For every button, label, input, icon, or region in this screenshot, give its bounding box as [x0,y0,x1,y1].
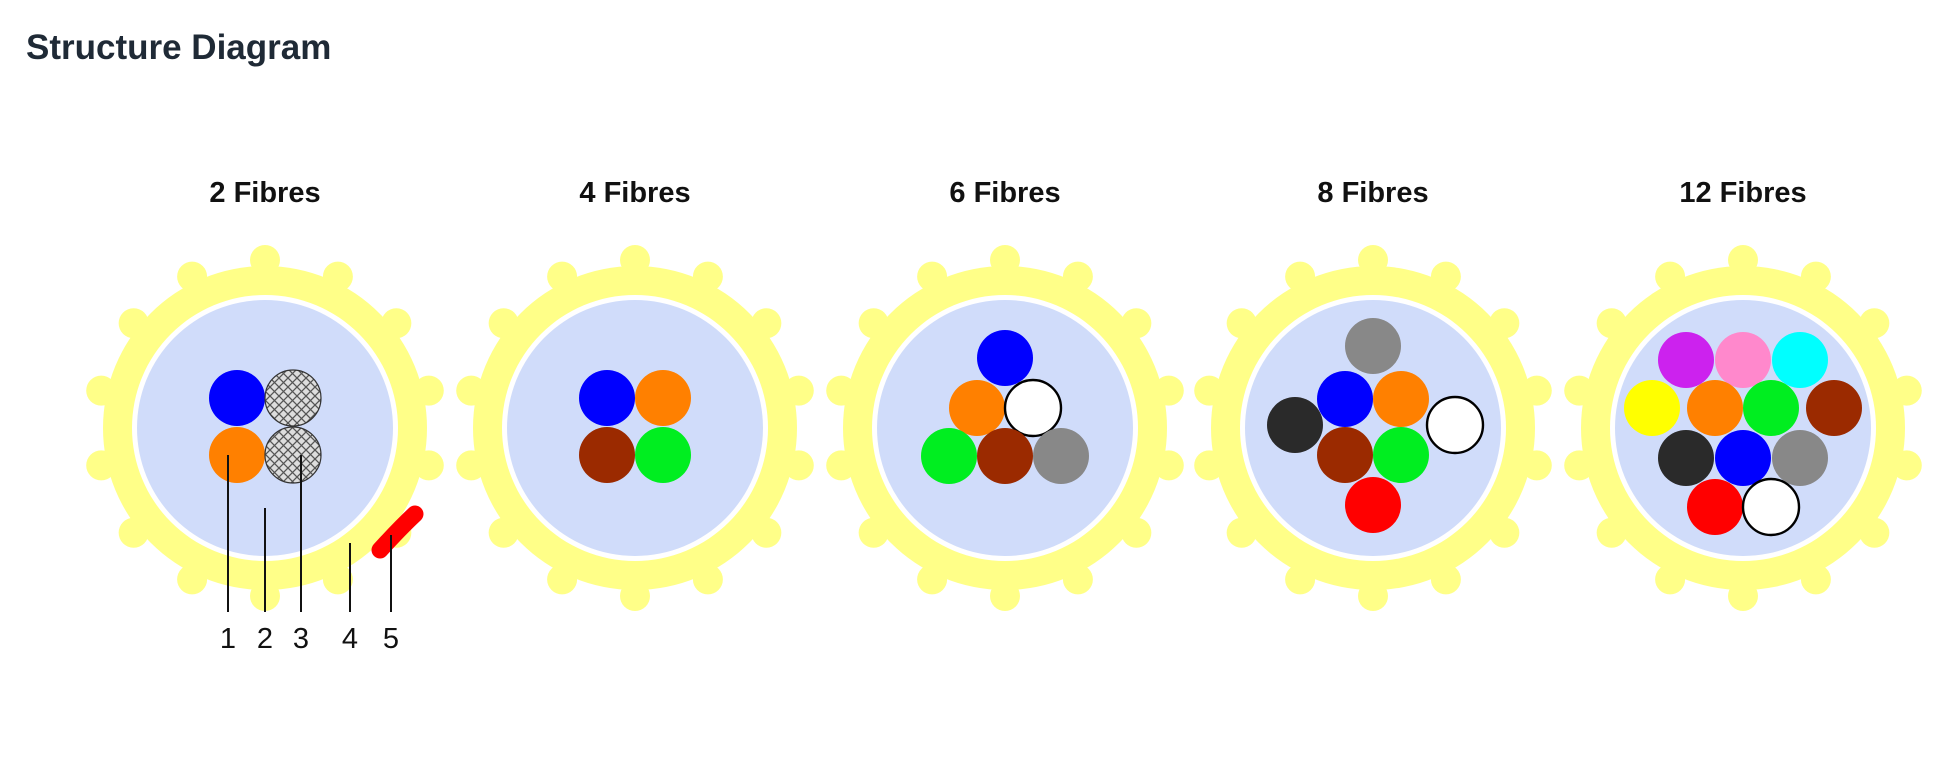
cable-label: 6 Fibres [949,177,1060,209]
cable-label: 2 Fibres [209,177,320,209]
cable-3: 6 Fibres [826,177,1184,611]
cable-label: 8 Fibres [1317,177,1428,209]
fibre-aqua [1772,332,1828,388]
fibre-blue [209,370,265,426]
fibre-green [635,427,691,483]
callout-label-3: 3 [293,623,309,655]
callout-label-1: 1 [220,623,236,655]
fibre-black [1658,430,1714,486]
fibre-blue [1715,430,1771,486]
fibre-brown [977,428,1033,484]
fibre-green [921,428,977,484]
fibre-white [1425,395,1485,455]
callout-label-2: 2 [257,623,273,655]
cable-4: 8 Fibres [1194,177,1552,611]
fibre-blue [579,370,635,426]
fibre-orange [635,370,691,426]
fibre-orange [1687,380,1743,436]
cable-label: 12 Fibres [1679,177,1806,209]
fibre-yellow [1624,380,1680,436]
callout-label-4: 4 [342,623,358,655]
fibre-hatched [264,369,322,427]
fibre-hatched [264,426,322,484]
fibre-pink [1715,332,1771,388]
core-aramid [507,300,763,556]
fibre-white [1003,378,1063,438]
fibre-white [1741,477,1801,537]
fibre-orange [209,427,265,483]
rip-cord [371,505,424,559]
cable-label: 4 Fibres [579,177,690,209]
fibre-orange [949,380,1005,436]
fibre-brown [579,427,635,483]
core-aramid [1245,300,1501,556]
fibre-grey [1345,318,1401,374]
fibre-red [1687,479,1743,535]
fibre-green [1373,427,1429,483]
page-title: Structure Diagram [26,28,332,67]
fibre-blue [1317,371,1373,427]
fibre-green [1743,380,1799,436]
fibre-black [1267,397,1323,453]
fibre-orange [1373,371,1429,427]
fibre-grey [1033,428,1089,484]
cable-5: 12 Fibres [1564,177,1922,611]
cable-2: 4 Fibres [456,177,814,611]
callout-label-5: 5 [383,623,399,655]
fibre-grey [1772,430,1828,486]
fibre-brown [1317,427,1373,483]
core-aramid [137,300,393,556]
fibre-red [1345,477,1401,533]
fibre-brown [1806,380,1862,436]
fibre-violet [1658,332,1714,388]
fibre-blue [977,330,1033,386]
